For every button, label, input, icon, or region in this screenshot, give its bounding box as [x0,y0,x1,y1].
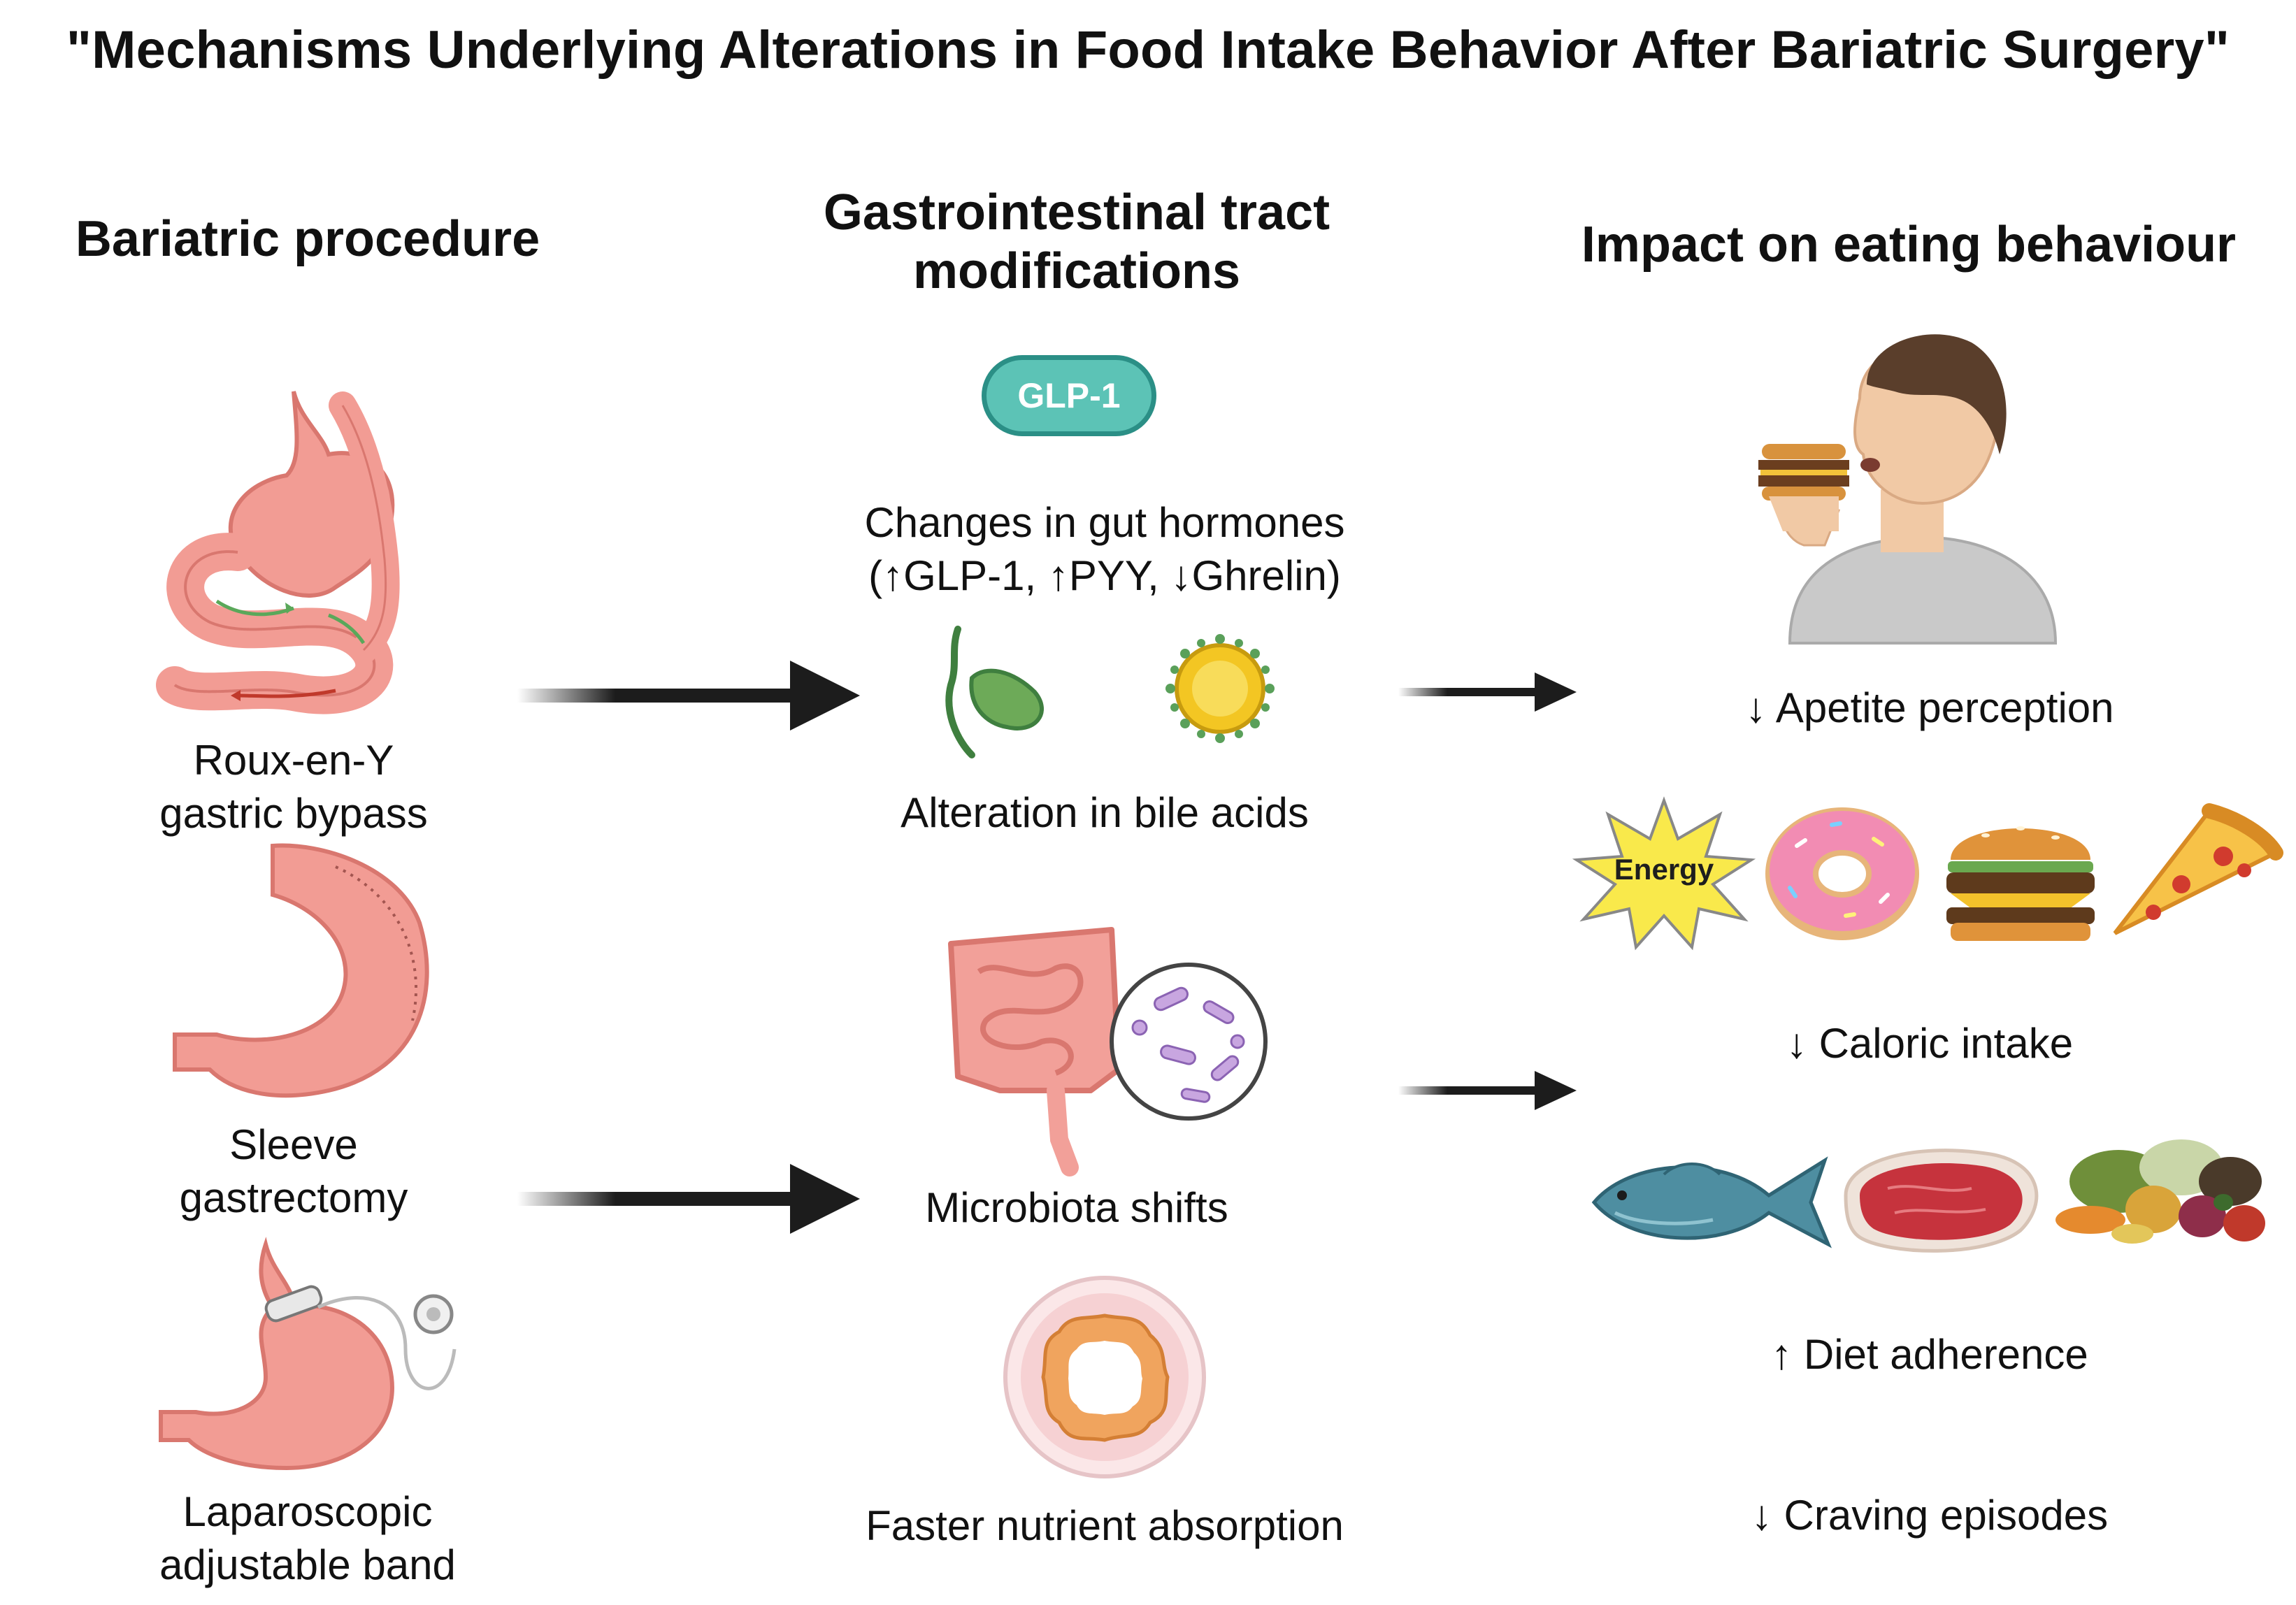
procedure-band-line2: adjustable band [159,1541,456,1588]
procedure-roux-line1: Roux-en-Y [193,737,394,784]
vegetables-icon [2055,1139,2265,1244]
arrow-procedure-to-gi-bottom [517,1164,860,1234]
sleeve-gastrectomy-illustration [173,843,429,1098]
diet-adherence-label: ↑ Diet adherence [1771,1331,2088,1378]
fish-icon [1591,1156,1832,1248]
energy-text: Energy [1614,853,1714,886]
microbiota-label: Microbiota shifts [925,1184,1228,1231]
figure-title: "Mechanisms Underlying Alterations in Fo… [66,20,2230,80]
procedure-label-sleeve: Sleeve gastrectomy [70,1118,517,1225]
procedure-sleeve-line1: Sleeve [229,1121,358,1168]
glp1-badge: GLP-1 [982,355,1156,436]
procedure-band-line1: Laparoscopic [182,1488,433,1535]
column-header-gi: Gastrointestinal tract modifications [755,183,1398,301]
caloric-intake-label: ↓ Caloric intake [1786,1020,2074,1067]
roux-en-y-illustration [156,391,400,714]
intestinal-cross-section-icon [1003,1276,1206,1478]
energy-starburst-icon: Energy [1572,796,1756,951]
donut-icon [1765,807,1919,940]
pizza-slice-icon [2113,803,2283,935]
procedure-roux-line2: gastric bypass [159,790,428,837]
gut-hormones-line2: (↑GLP-1, ↑PYY, ↓Ghrelin) [868,552,1341,599]
procedure-label-band: Laparoscopic adjustable band [70,1485,545,1592]
procedure-sleeve-line2: gastrectomy [179,1174,408,1221]
intestine-microbiota-icon [948,927,1268,1176]
gut-hormones-label: Changes in gut hormones (↑GLP-1, ↑PYY, ↓… [755,496,1454,603]
column-header-gi-line2: modifications [912,243,1241,299]
gallbladder-icon [945,626,1044,758]
apetite-perception-label: ↓ Apetite perception [1745,684,2114,731]
craving-episodes-label: ↓ Craving episodes [1751,1492,2109,1539]
burger-icon [1946,826,2095,941]
arrow-procedure-to-gi-top [517,661,860,730]
column-header-gi-line1: Gastrointestinal tract [823,185,1330,240]
adjustable-band-illustration [159,1237,457,1471]
gut-hormones-line1: Changes in gut hormones [864,499,1345,546]
nutrient-absorption-label: Faster nutrient absorption [866,1502,1344,1549]
column-header-impact: Impact on eating behaviour [1581,217,2237,273]
arrow-gi-to-impact-bottom [1398,1071,1577,1110]
column-header-procedure: Bariatric procedure [75,211,540,267]
bile-acid-micelle-icon [1165,634,1275,743]
arrow-gi-to-impact-top [1398,672,1577,712]
steak-icon [1844,1149,2039,1253]
bile-acids-label: Alteration in bile acids [901,789,1309,836]
procedure-label-roux: Roux-en-Y gastric bypass [70,734,517,840]
person-eating-burger-icon [1758,334,2058,645]
